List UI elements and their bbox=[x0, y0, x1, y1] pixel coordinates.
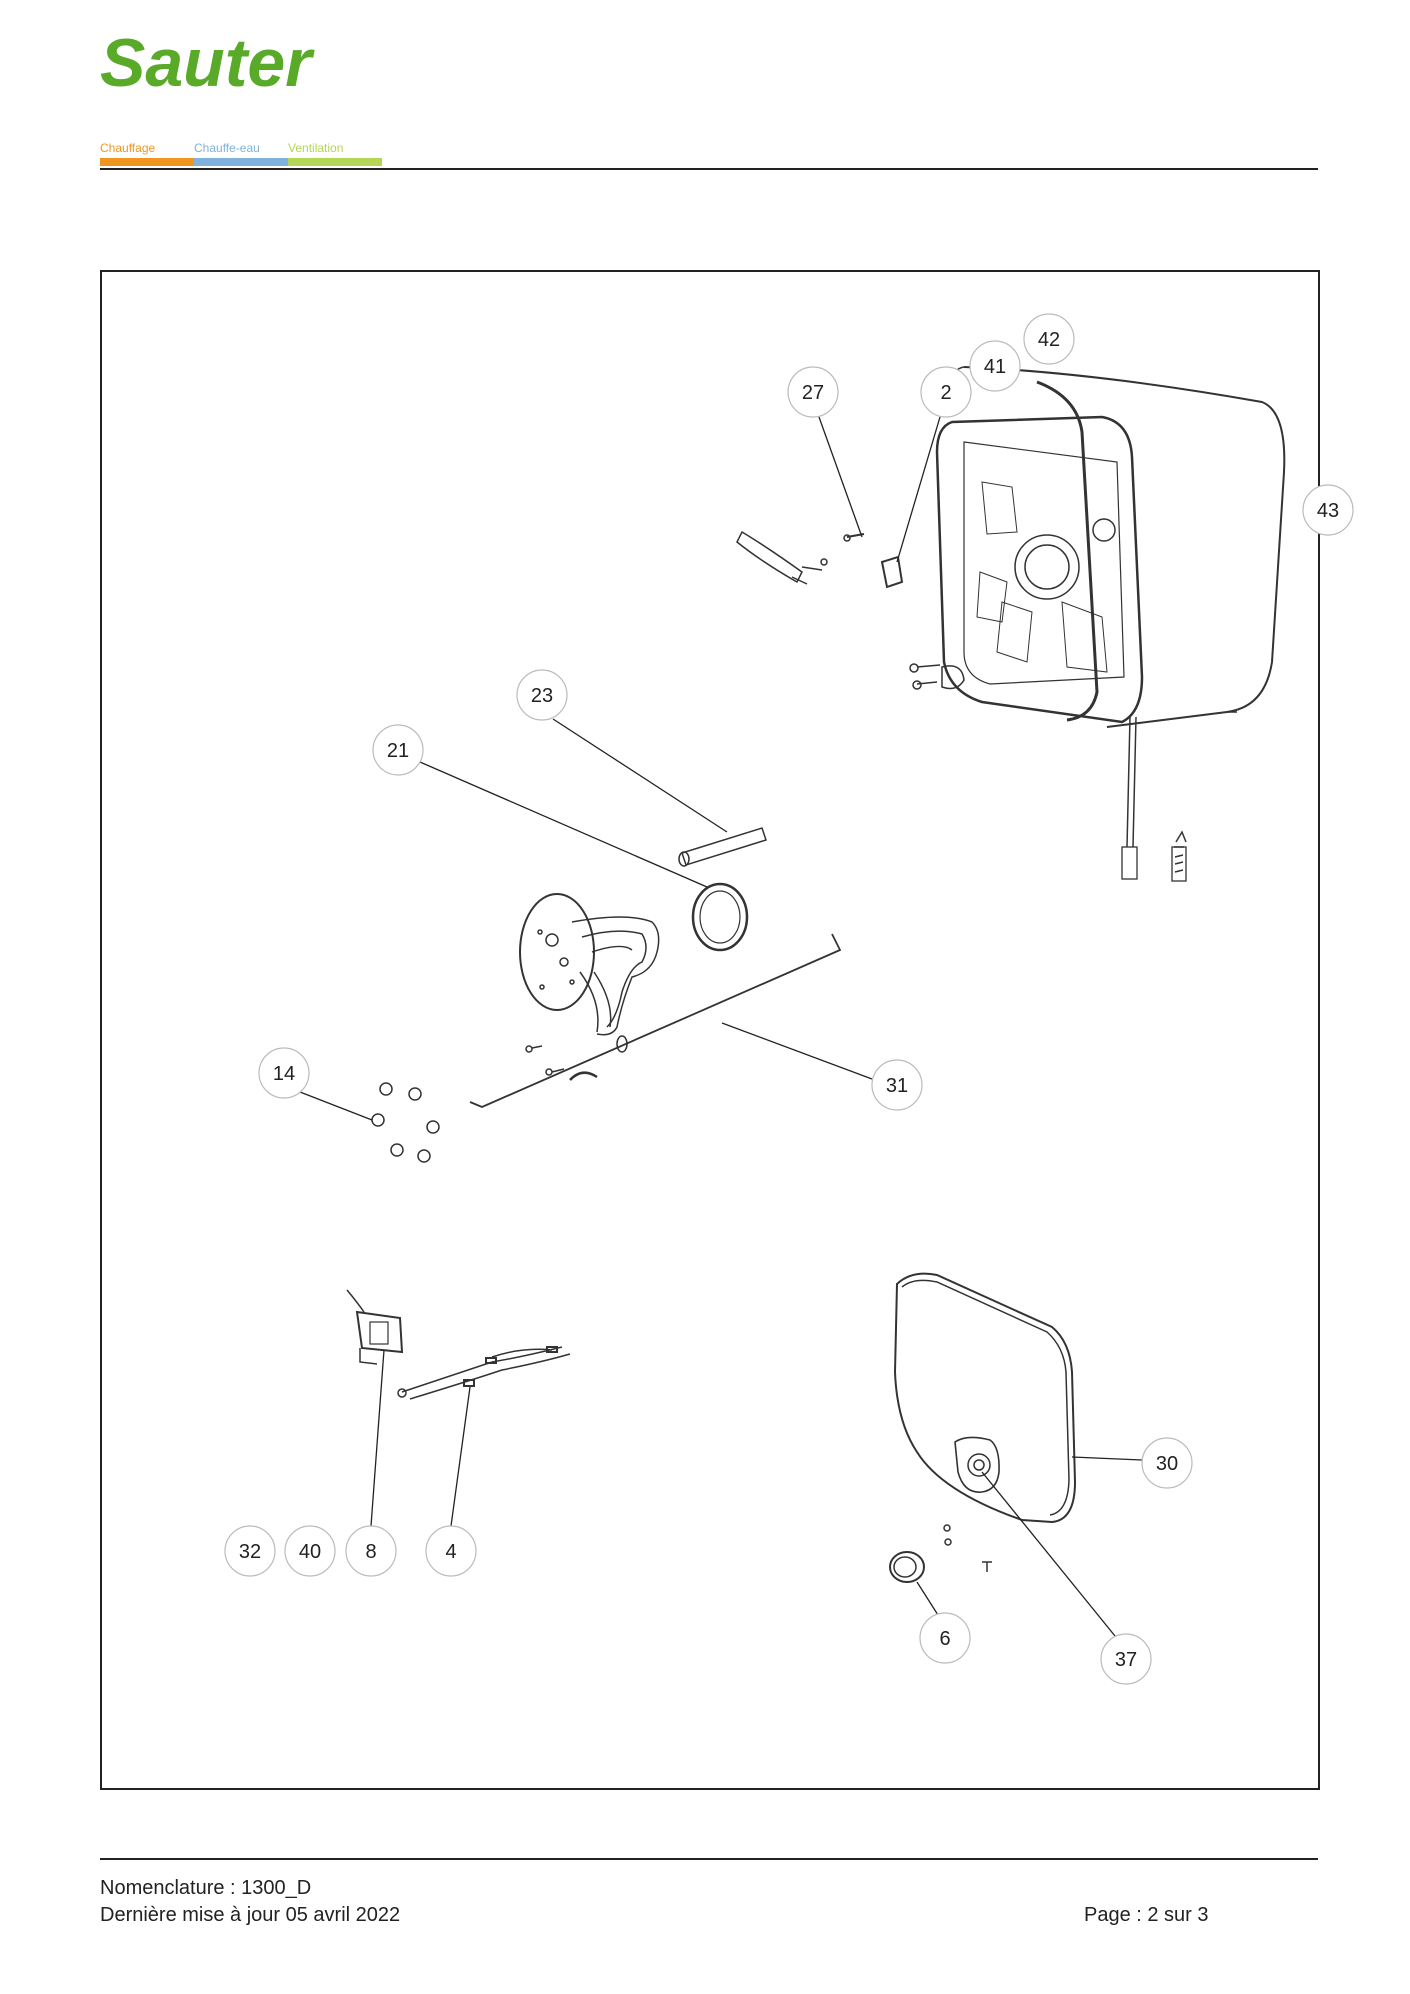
nuts bbox=[371, 1082, 440, 1163]
callout-circle bbox=[1302, 484, 1354, 536]
callout-number: 37 bbox=[1115, 1649, 1137, 1671]
front-cover bbox=[893, 1272, 1077, 1524]
callout-30: 30 bbox=[1141, 1437, 1193, 1489]
callout-circle bbox=[920, 366, 972, 418]
callout-number: 14 bbox=[273, 1063, 295, 1085]
last-updated-label: Dernière mise à jour 05 avril 2022 bbox=[100, 1904, 401, 1926]
callout-40: 40 bbox=[284, 1525, 336, 1577]
callout-32: 32 bbox=[224, 1525, 276, 1577]
callout-8: 8 bbox=[345, 1525, 397, 1577]
leader-lines bbox=[299, 416, 1143, 1637]
anode-rod bbox=[678, 827, 767, 867]
callout-2: 2 bbox=[920, 366, 972, 418]
callout-circle bbox=[969, 340, 1021, 392]
sauter-logo-wordmark: Sauter bbox=[100, 25, 315, 101]
callout-circle bbox=[1100, 1633, 1152, 1685]
category-ventilation: Ventilation bbox=[288, 141, 344, 155]
category-bar-chauffage bbox=[100, 158, 194, 166]
callout-23: 23 bbox=[516, 669, 568, 721]
nomenclature-label: Nomenclature : 1300_D bbox=[100, 1877, 312, 1899]
thermostat-knob bbox=[889, 1551, 925, 1583]
callout-number: 6 bbox=[939, 1628, 950, 1650]
header-rule bbox=[100, 168, 1318, 170]
callout-number: 42 bbox=[1038, 329, 1060, 351]
category-chauffe-eau: Chauffe-eau bbox=[194, 141, 260, 155]
callout-circle bbox=[1023, 313, 1075, 365]
brand-name: Sauter bbox=[100, 25, 315, 101]
callout-circle bbox=[871, 1059, 923, 1111]
callout-circle bbox=[516, 669, 568, 721]
fixing-clips bbox=[736, 530, 965, 690]
callout-number: 27 bbox=[802, 382, 824, 404]
callout-number: 23 bbox=[531, 685, 553, 707]
callout-circle bbox=[284, 1525, 336, 1577]
gasket-ring bbox=[691, 882, 749, 952]
thermostat bbox=[346, 1289, 404, 1365]
element-fasteners bbox=[525, 1035, 628, 1081]
exploded-view-diagram: 42 41 27 2 43 23 21 14 31 30 32 40 8 4 6 37 bbox=[224, 313, 1354, 1685]
category-bar-ventilation bbox=[288, 158, 382, 166]
category-bar-chauffe-eau bbox=[194, 158, 288, 166]
callout-42: 42 bbox=[1023, 313, 1075, 365]
outlet-pipe bbox=[1121, 716, 1187, 882]
category-chauffage: Chauffage bbox=[100, 141, 156, 155]
callout-labels: 42 41 27 2 43 23 21 14 31 30 32 40 8 4 6 37 bbox=[224, 313, 1354, 1685]
exploded-view-frame: 42 41 27 2 43 23 21 14 31 30 32 40 8 4 6 37 bbox=[100, 270, 1354, 1790]
callout-circle bbox=[425, 1525, 477, 1577]
callout-14: 14 bbox=[258, 1047, 310, 1099]
callout-circle bbox=[345, 1525, 397, 1577]
callout-number: 30 bbox=[1156, 1453, 1178, 1475]
callout-number: 21 bbox=[387, 740, 409, 762]
callout-27: 27 bbox=[787, 366, 839, 418]
element-assembly-bracket bbox=[469, 933, 842, 1108]
category-tagline: Chauffage Chauffe-eau Ventilation bbox=[100, 140, 382, 168]
footer-rule bbox=[100, 1858, 1318, 1860]
callout-circle bbox=[224, 1525, 276, 1577]
callout-number: 2 bbox=[940, 382, 951, 404]
callout-21: 21 bbox=[372, 724, 424, 776]
callout-number: 41 bbox=[984, 356, 1006, 378]
callout-circle bbox=[787, 366, 839, 418]
callout-31: 31 bbox=[871, 1059, 923, 1111]
brand-logo: Sauter bbox=[100, 25, 390, 101]
callout-41: 41 bbox=[969, 340, 1021, 392]
callout-circle bbox=[919, 1612, 971, 1664]
tank-body bbox=[935, 366, 1286, 728]
callout-number: 43 bbox=[1317, 500, 1339, 522]
callout-43: 43 bbox=[1302, 484, 1354, 536]
callout-number: 8 bbox=[365, 1541, 376, 1563]
callout-number: 40 bbox=[299, 1541, 321, 1563]
callout-number: 4 bbox=[445, 1541, 456, 1563]
callout-number: 31 bbox=[886, 1075, 908, 1097]
callout-circle bbox=[372, 724, 424, 776]
heating-element bbox=[519, 893, 660, 1036]
callout-37: 37 bbox=[1100, 1633, 1152, 1685]
cover-screws bbox=[943, 1524, 992, 1572]
callout-circle bbox=[1141, 1437, 1193, 1489]
callout-4: 4 bbox=[425, 1525, 477, 1577]
page-number: Page : 2 sur 3 bbox=[1084, 1904, 1209, 1926]
callout-circle bbox=[258, 1047, 310, 1099]
callout-6: 6 bbox=[919, 1612, 971, 1664]
wiring-harness bbox=[397, 1346, 571, 1400]
callout-number: 32 bbox=[239, 1541, 261, 1563]
